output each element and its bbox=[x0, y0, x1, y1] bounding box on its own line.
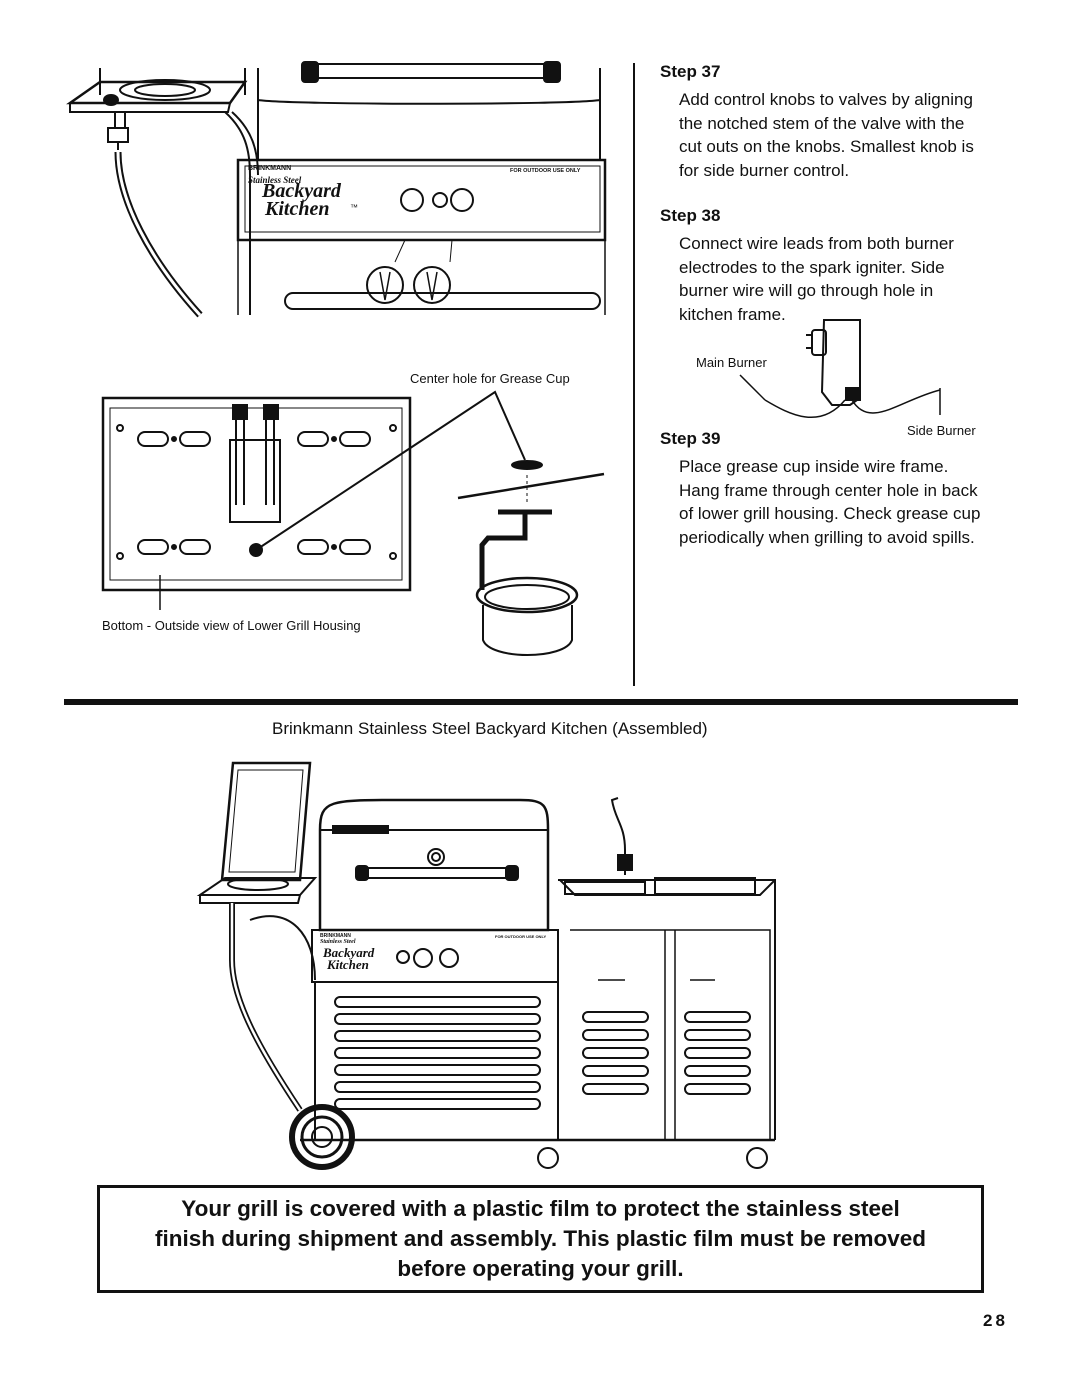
step-38-line: kitchen frame. bbox=[679, 304, 786, 324]
step-39-title: Step 39 bbox=[660, 429, 721, 448]
step-37-line: the notched stem of the valve with the bbox=[679, 113, 965, 133]
panel-line3: Kitchen bbox=[265, 198, 330, 220]
side-burner-closeup bbox=[66, 68, 259, 318]
step-38: Step 38 Connect wire leads from both bur… bbox=[660, 206, 954, 326]
step-39-line: of lower grill housing. Check grease cup bbox=[679, 504, 981, 523]
panel-brand: BRINKMANN bbox=[248, 165, 292, 172]
main-burner-label: Main Burner bbox=[696, 355, 767, 370]
assembled-panel-line2: Backyard bbox=[323, 945, 375, 960]
step-37: Step 37 Add control knobs to valves by a… bbox=[660, 62, 974, 182]
panel-tm: ™ bbox=[350, 203, 358, 212]
step-39-body: Place grease cup inside wire frame. Hang… bbox=[679, 455, 980, 549]
plastic-film-warning: Your grill is covered with a plastic fil… bbox=[97, 1185, 984, 1293]
assembled-panel-brand: BRINKMANN bbox=[320, 933, 351, 939]
step-38-body: Connect wire leads from both burner elec… bbox=[679, 232, 954, 326]
warning-line: Your grill is covered with a plastic fil… bbox=[181, 1196, 900, 1221]
step-38-title: Step 38 bbox=[660, 206, 721, 225]
panel-outdoor: FOR OUTDOOR USE ONLY bbox=[510, 168, 581, 174]
panel-line1: Stainless Steel bbox=[248, 175, 302, 185]
step-39: Step 39 Place grease cup inside wire fra… bbox=[660, 429, 980, 549]
step-37-title: Step 37 bbox=[660, 62, 721, 81]
step-38-line: burner wire will go through hole in bbox=[679, 281, 934, 300]
step-37-body: Add control knobs to valves by aligning … bbox=[679, 88, 974, 182]
page-number: 28 bbox=[983, 1311, 1008, 1330]
warning-line: finish during shipment and assembly. Thi… bbox=[155, 1226, 926, 1251]
step-37-line: cut outs on the knobs. Smallest knob is bbox=[679, 137, 974, 156]
step-39-line: periodically when grilling to avoid spil… bbox=[679, 527, 975, 547]
assembled-panel-line1: Stainless Steel bbox=[320, 939, 356, 945]
grease-hole-leader bbox=[255, 390, 526, 551]
step-39-line: Hang frame through center hole in back bbox=[679, 480, 978, 500]
section-rule bbox=[64, 699, 1018, 705]
spark-igniter-diagram bbox=[739, 319, 941, 418]
side-burner-label: Side Burner bbox=[907, 423, 976, 438]
assembled-panel-outdoor: FOR OUTDOOR USE ONLY bbox=[495, 934, 547, 939]
assembled-panel-line3: Kitchen bbox=[327, 957, 369, 972]
step-37-line: Add control knobs to valves by aligning bbox=[679, 90, 973, 109]
panel-line2: Backyard bbox=[262, 180, 341, 202]
step-39-line: Place grease cup inside wire frame. bbox=[679, 457, 949, 476]
assembled-kitchen bbox=[196, 761, 776, 1170]
warning-line: before operating your grill. bbox=[397, 1256, 684, 1281]
bottom-view-label: Bottom - Outside view of Lower Grill Hou… bbox=[102, 618, 361, 633]
step-37-line: for side burner control. bbox=[679, 160, 850, 180]
grill-front-closeup bbox=[236, 61, 607, 315]
lower-housing-bottom-view bbox=[101, 396, 412, 610]
center-hole-label: Center hole for Grease Cup bbox=[410, 371, 570, 386]
assembled-caption: Brinkmann Stainless Steel Backyard Kitch… bbox=[272, 719, 708, 738]
step-38-line: Connect wire leads from both burner bbox=[679, 234, 954, 253]
grease-cup-assembly bbox=[457, 460, 605, 656]
step-38-line: electrodes to the spark igniter. Side bbox=[679, 257, 945, 277]
